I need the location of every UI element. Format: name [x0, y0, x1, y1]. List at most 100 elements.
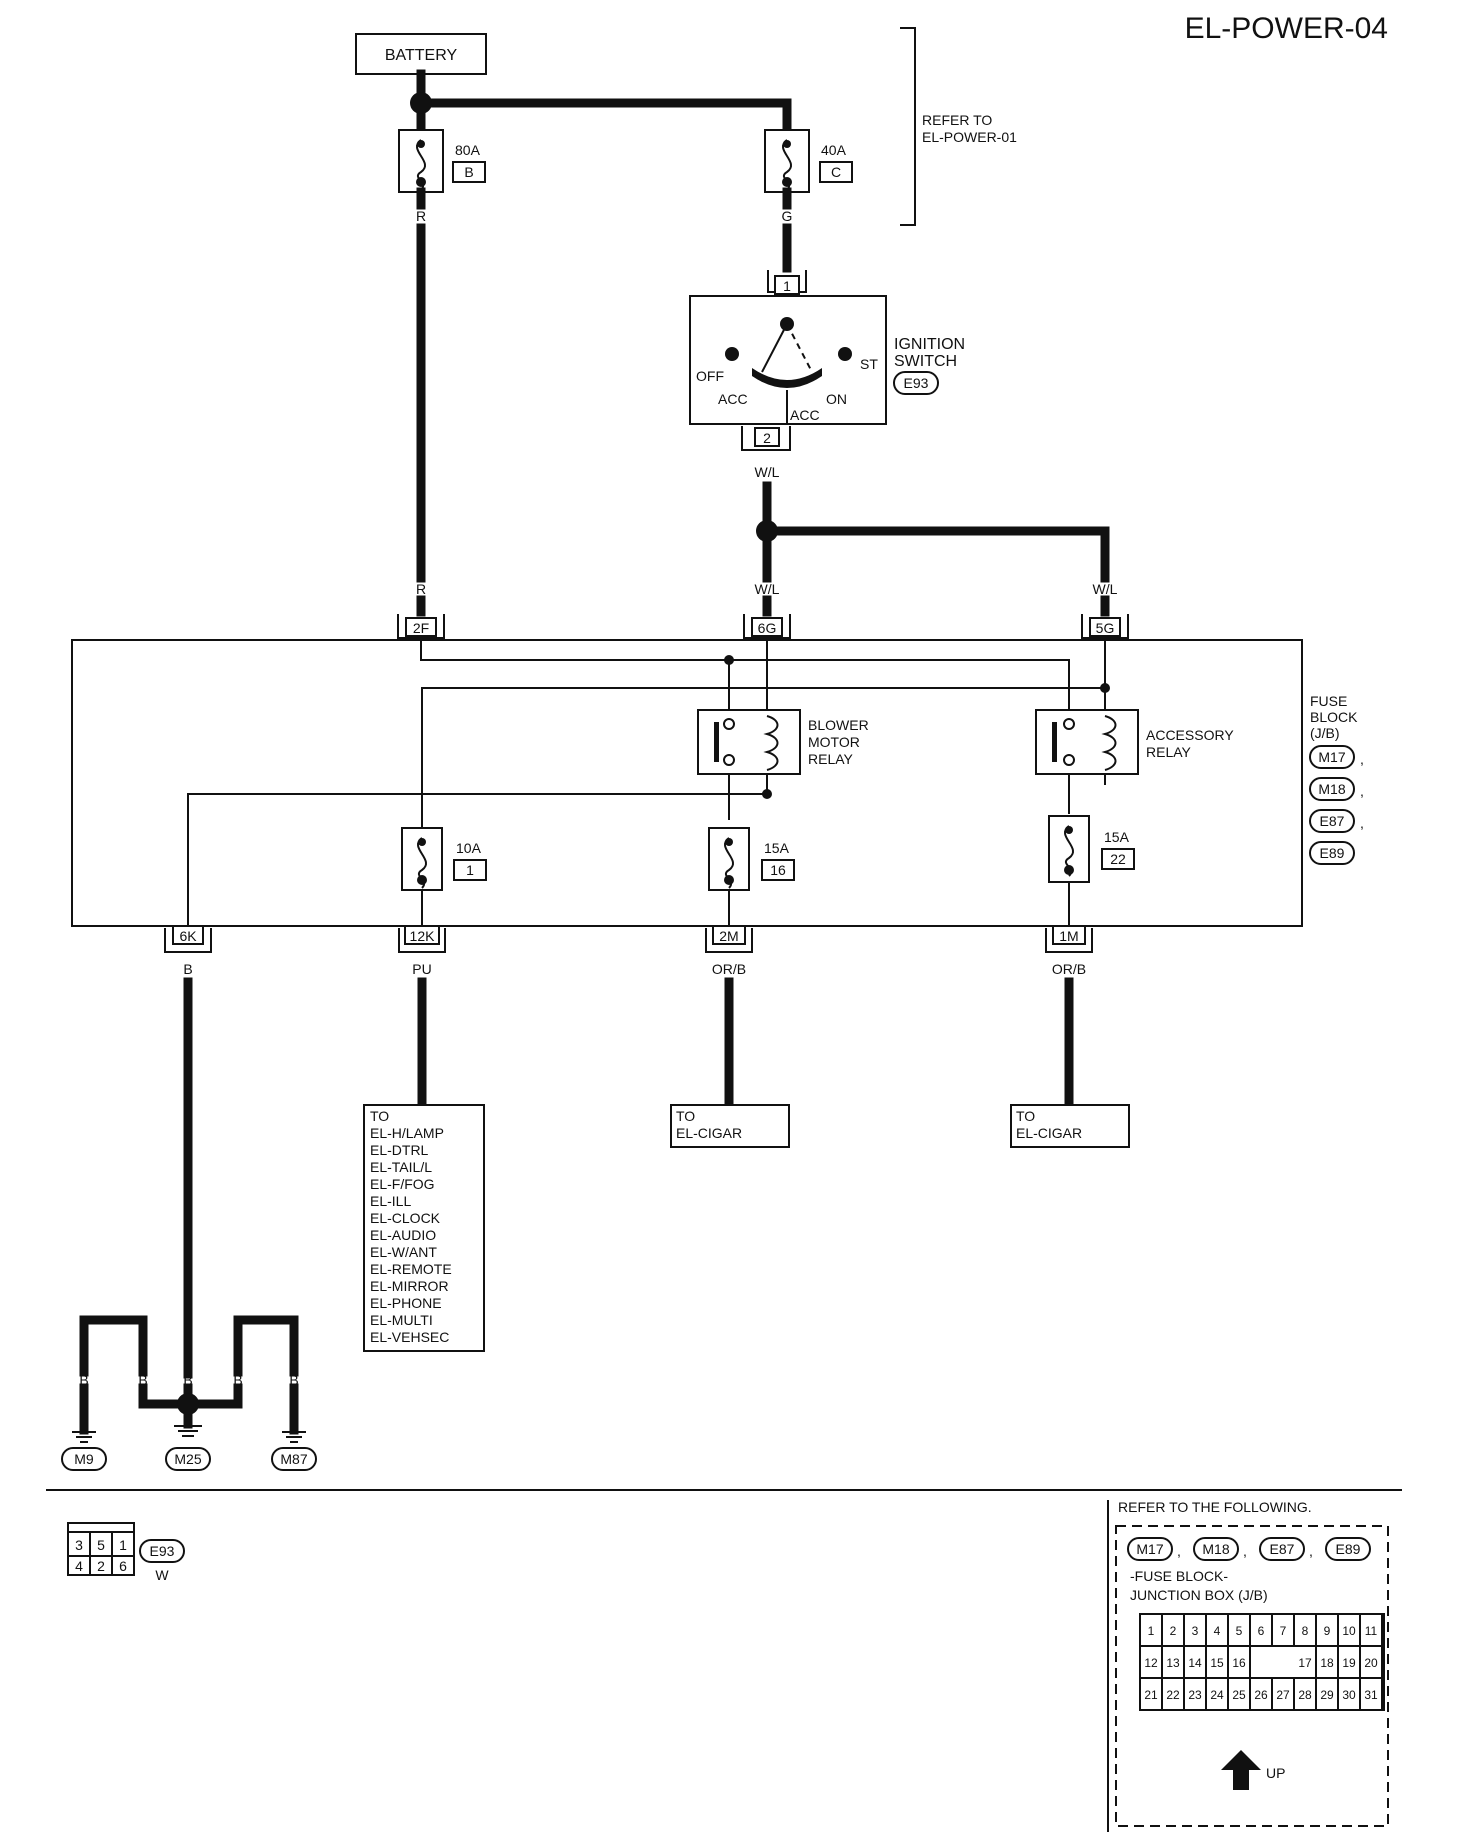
to-cigar-1-line2: EL-CIGAR [676, 1125, 742, 1141]
fuse-10a-id-box [453, 859, 487, 881]
fuse-cavity-number: 1 [1148, 1624, 1155, 1638]
fb-connector-oval-3 [1309, 809, 1355, 833]
refer-connector: M17 [1136, 1541, 1163, 1557]
ign-pos-st: ST [860, 356, 878, 372]
battery-label: BATTERY [385, 47, 458, 64]
connector-pin: 6 [119, 1558, 127, 1574]
fb-input-2f-label: 2F [413, 620, 429, 636]
wire-color-orb-1m: OR/B [1052, 961, 1086, 977]
fuse-cavity-number: 18 [1320, 1656, 1334, 1670]
accessory-relay [1035, 709, 1139, 775]
fb-connector-3: E87 [1320, 813, 1345, 829]
ign-connector-oval [893, 371, 939, 395]
refer-connector-oval [1127, 1537, 1173, 1561]
ign-pos-off: OFF [696, 368, 724, 384]
to-list-box [363, 1104, 485, 1352]
to-list-item: EL-PHONE [370, 1295, 442, 1311]
fuse-cavity-number: 27 [1276, 1688, 1290, 1702]
wl-wire-branch [762, 526, 1110, 583]
fuse-cavity-number: 11 [1365, 1624, 1378, 1638]
wire-color-pu-12k: PU [412, 961, 431, 977]
fuse-cavity-grid [1139, 1613, 1385, 1711]
ign-label-line1: IGNITION [894, 336, 965, 353]
fb-output-6k [164, 925, 212, 953]
ign-label-line2: SWITCH [894, 353, 957, 370]
fuse-cavity-number: 3 [1192, 1624, 1199, 1638]
fuse-15a-22 [1048, 815, 1090, 883]
connector-pin: 5 [97, 1537, 105, 1553]
fuse-cavity-number: 4 [1214, 1624, 1221, 1638]
fuse-cavity-number: 21 [1144, 1688, 1158, 1702]
ign-pos-on: ON [826, 391, 847, 407]
fuse-cavity-number: 22 [1166, 1688, 1180, 1702]
fuse-cavity-number: 29 [1320, 1688, 1334, 1702]
accessory-relay-line1: ACCESSORY [1146, 727, 1234, 743]
ground-splice [177, 1393, 199, 1415]
blower-motor-relay [697, 709, 801, 775]
ground-wire-label: B [138, 1372, 147, 1388]
accessory-relay-line2: RELAY [1146, 744, 1192, 760]
fuse-block [71, 639, 1303, 927]
ground-point-m9: M9 [74, 1451, 94, 1467]
refer-connector: E89 [1336, 1541, 1361, 1557]
to-cigar-box-2 [1010, 1104, 1130, 1148]
fb-connector-4: E89 [1320, 845, 1345, 861]
fuse-40a-id: C [831, 164, 841, 180]
to-cigar-box-1 [670, 1104, 790, 1148]
to-list-item: EL-H/LAMP [370, 1125, 444, 1141]
ground-oval-m9 [61, 1447, 107, 1471]
ground-symbol-icon [282, 1431, 306, 1443]
fuse-15a-22-id-box [1101, 848, 1135, 870]
to-cigar-2-line1: TO [1016, 1108, 1035, 1124]
to-list-item: EL-AUDIO [370, 1227, 436, 1243]
wire-color-r-lower: R [416, 581, 426, 597]
ignition-switch: 1 OFF ACC ACC ON ST 2 [689, 270, 887, 451]
fuse-cavity-number: 17 [1298, 1656, 1312, 1670]
fuse-block-label-line3: (J/B) [1310, 725, 1340, 741]
ground-wire-label: B [79, 1372, 88, 1388]
to-cigar-1-line1: TO [676, 1108, 695, 1124]
refer-connector-oval [1259, 1537, 1305, 1561]
connector-pin: 2 [97, 1558, 105, 1574]
ign-pos-acc-left: ACC [718, 391, 748, 407]
fuse-10a-rating: 10A [456, 840, 482, 856]
to-cigar-2-line2: EL-CIGAR [1016, 1125, 1082, 1141]
fuse-15a-16-id-box [761, 859, 795, 881]
refer-connector-oval [1325, 1537, 1371, 1561]
connector-e93-label: E93 [150, 1543, 175, 1559]
up-arrow-icon [1221, 1750, 1261, 1790]
fb-input-2f [397, 614, 445, 639]
ground-wire-right-loop [233, 1315, 299, 1377]
wire-color-orb-2m: OR/B [712, 961, 746, 977]
fuse-cavity-number: 20 [1364, 1656, 1378, 1670]
up-label: UP [1266, 1765, 1285, 1781]
refer-desc-line1: -FUSE BLOCK- [1130, 1568, 1228, 1584]
to-list-item: EL-VEHSEC [370, 1329, 449, 1345]
refer-following-title: REFER TO THE FOLLOWING. [1118, 1499, 1312, 1515]
wl-splice [756, 520, 778, 542]
ign-connector: E93 [904, 375, 929, 391]
wire-color-wl-5g: W/L [1093, 581, 1118, 597]
fuse-cavity-number: 23 [1188, 1688, 1202, 1702]
ign-pos-acc-bottom: ACC [790, 407, 820, 423]
fb-connector-sep-2: , [1360, 783, 1364, 799]
refer-desc-line2: JUNCTION BOX (J/B) [1130, 1587, 1268, 1603]
fuse-40a [764, 129, 810, 193]
fuse-cavity-number: 5 [1236, 1624, 1243, 1638]
fb-input-6g-label: 6G [758, 620, 777, 636]
fb-output-12k [398, 925, 446, 953]
fuse-cavity-number: 13 [1166, 1656, 1180, 1670]
fuse-cavity-number: 28 [1298, 1688, 1312, 1702]
refer-top-line2: EL-POWER-01 [922, 129, 1017, 145]
fuse-cavity-number: 19 [1342, 1656, 1356, 1670]
fb-connector-2: M18 [1318, 781, 1345, 797]
fuse-80a-id: B [464, 164, 473, 180]
ground-symbol-icon [174, 1425, 202, 1437]
fuse-cavity-number: 30 [1342, 1688, 1356, 1702]
refer-connector: E87 [1270, 1541, 1295, 1557]
blower-relay-line2: MOTOR [808, 734, 860, 750]
fb-output-2m [705, 925, 753, 953]
refer-following-box [1115, 1525, 1389, 1827]
